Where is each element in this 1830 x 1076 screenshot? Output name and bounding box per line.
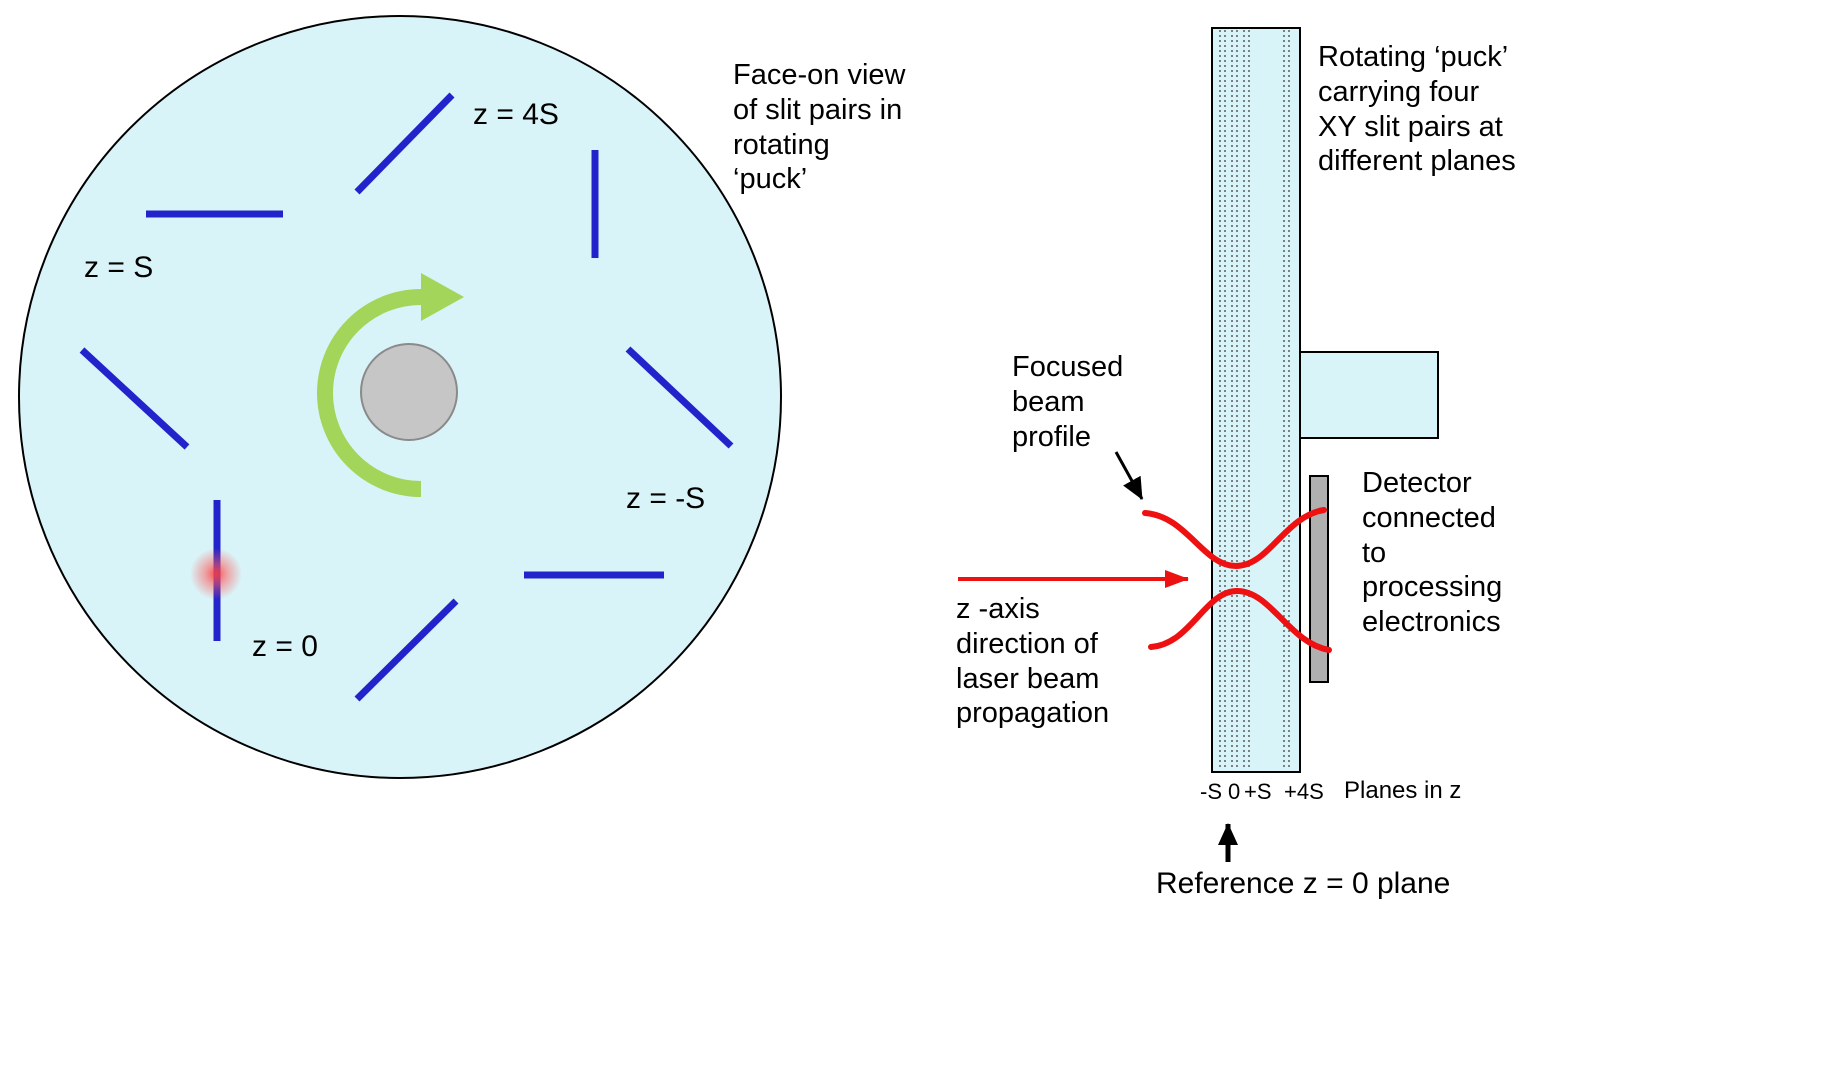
plane-label-zs: z = S xyxy=(84,251,154,284)
plane-tick-plus-s: +S xyxy=(1244,779,1272,804)
hub-circle xyxy=(360,343,458,441)
focused-beam-label: Focused beam profile xyxy=(1012,351,1124,453)
slit-line-z4s-x xyxy=(354,92,455,195)
plane-tick-zero: 0 xyxy=(1228,779,1241,804)
planes-axis-label: Planes in z xyxy=(1344,777,1462,804)
plane-tick-neg-s: -S xyxy=(1200,779,1222,804)
beam-profile-upper xyxy=(1142,507,1327,570)
detector-bar xyxy=(1309,475,1329,683)
plane-dotted-lines xyxy=(1219,30,1290,770)
plane-label-zneg-s: z = -S xyxy=(626,482,706,515)
plane-label-z4s: z = 4S xyxy=(473,98,559,131)
focused-beam-pointer-arrow xyxy=(1114,451,1144,500)
detector-label: Detector connected to processing electro… xyxy=(1362,467,1503,639)
plane-label-z0: z = 0 xyxy=(252,630,318,663)
rotating-puck-caption: Rotating ‘puck’ carrying four XY slit pa… xyxy=(1318,41,1516,178)
z-axis-label: z -axis direction of laser beam propagat… xyxy=(956,593,1110,730)
axle-block xyxy=(1299,351,1439,439)
plane-tick-plus-4s: +4S xyxy=(1284,779,1324,804)
face-on-caption: Face-on view of slit pairs in rotating ‘… xyxy=(733,59,906,196)
slit-line-zneg-y xyxy=(625,346,734,449)
slit-line-z0-x xyxy=(354,598,459,702)
laser-glow xyxy=(190,548,242,600)
rotation-arrow-arc xyxy=(317,289,422,497)
slit-group xyxy=(79,92,734,702)
reference-plane-label: Reference z = 0 plane xyxy=(1156,867,1451,900)
puck-side-view xyxy=(1211,27,1301,773)
rotation-arrow-head xyxy=(421,273,464,321)
slit-line-zs-y xyxy=(79,347,190,450)
beam-profile-lower xyxy=(1148,587,1332,653)
